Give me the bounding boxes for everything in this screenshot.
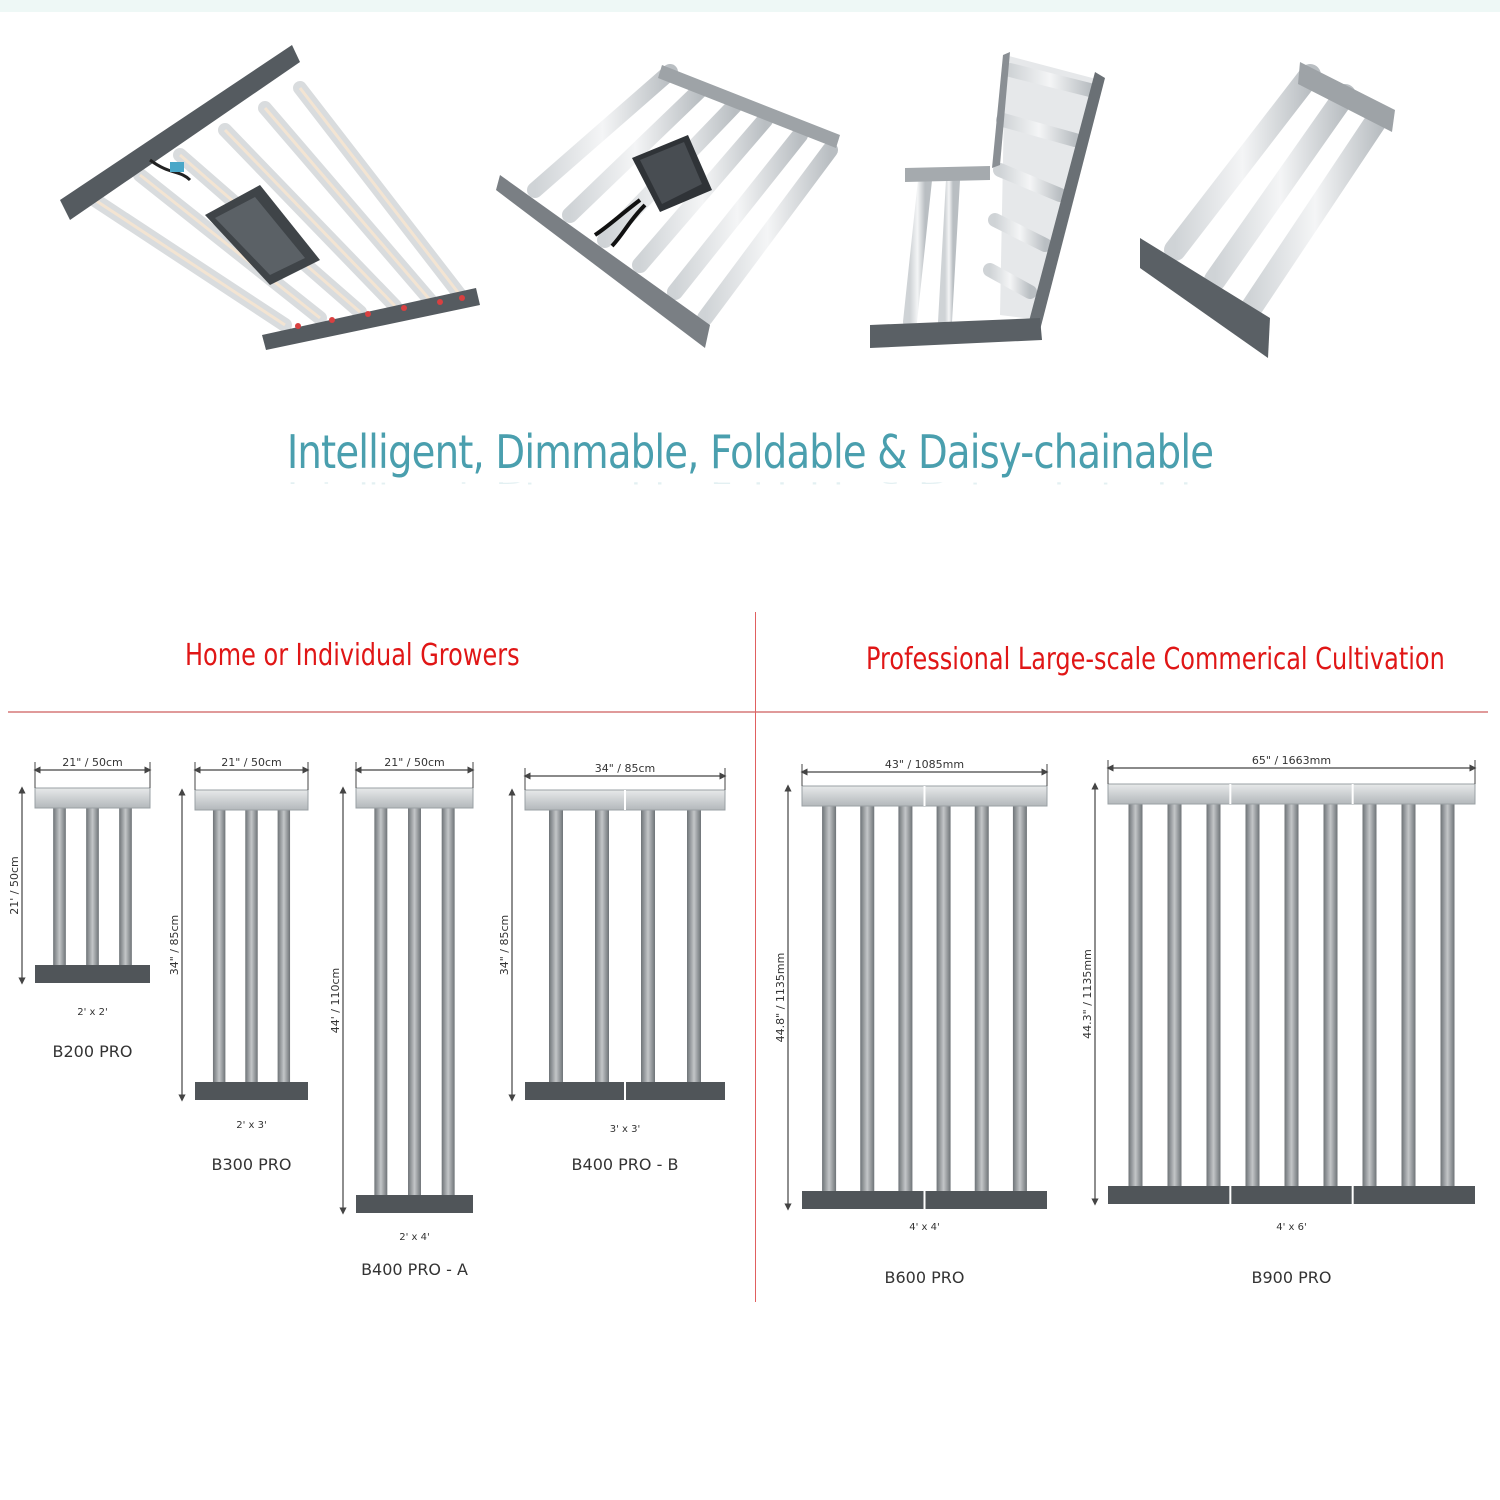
product-photo-2: [496, 64, 840, 348]
light-bar: [1284, 804, 1299, 1186]
width-label: 43" / 1085mm: [885, 758, 964, 771]
coverage-label: 4' x 6': [1276, 1222, 1307, 1233]
light-bar: [687, 810, 701, 1082]
light-bar: [641, 810, 655, 1082]
coverage-label: 2' x 3': [236, 1120, 267, 1131]
light-bar: [860, 806, 875, 1191]
model-name: B400 PRO - A: [361, 1260, 468, 1279]
light-bar: [277, 810, 291, 1082]
product-photo-3: [870, 52, 1105, 348]
coverage-label: 2' x 4': [399, 1232, 430, 1243]
product-photo-1: [60, 45, 480, 350]
width-label: 65" / 1663mm: [1252, 754, 1331, 767]
section-title-professional: Professional Large-scale Commerical Cult…: [866, 642, 1445, 677]
light-bar: [898, 806, 913, 1191]
model-name: B600 PRO: [885, 1268, 965, 1287]
coverage-label: 2' x 2': [77, 1007, 108, 1018]
model-name: B900 PRO: [1252, 1268, 1332, 1287]
section-divider-horizontal: [8, 711, 1488, 713]
light-bar: [936, 806, 951, 1191]
height-label: 44.3" / 1135mm: [1081, 949, 1094, 1039]
height-label: 44.8" / 1135mm: [774, 953, 787, 1043]
top-rail: [1107, 783, 1476, 805]
light-bar: [822, 806, 837, 1191]
light-bar: [1440, 804, 1455, 1186]
headline: Intelligent, Dimmable, Foldable & Daisy-…: [286, 425, 1214, 479]
light-bar: [974, 806, 989, 1191]
width-label: 21" / 50cm: [221, 756, 282, 769]
model-diagram: 21" / 50cm 34" / 85cm 2' x 3' B300 PRO: [168, 756, 310, 1174]
light-bar: [212, 810, 226, 1082]
light-bar: [374, 808, 388, 1195]
model-name: B400 PRO - B: [572, 1155, 679, 1174]
model-diagram: 21" / 50cm 44' / 110cm 2' x 4' B400 PRO - A: [329, 756, 475, 1279]
product-photo-4: [1140, 62, 1395, 358]
model-diagram: 34" / 85cm 34" / 85cm 3' x 3' B400 PRO - B: [498, 762, 727, 1174]
model-diagram: 65" / 1663mm 44.3" / 1135mm 4' x 6' B900 PR…: [1081, 754, 1477, 1287]
light-bar: [595, 810, 609, 1082]
top-rail: [34, 787, 151, 809]
light-bar: [441, 808, 455, 1195]
bottom-rail: [35, 965, 150, 983]
light-bar: [1401, 804, 1416, 1186]
width-label: 21" / 50cm: [62, 756, 123, 769]
light-bar: [1012, 806, 1027, 1191]
light-bar: [1245, 804, 1260, 1186]
height-label: 44' / 110cm: [329, 968, 342, 1033]
light-bar: [1167, 804, 1182, 1186]
section-title-home: Home or Individual Growers: [185, 638, 520, 673]
model-name: B200 PRO: [53, 1042, 133, 1061]
light-bar: [1206, 804, 1221, 1186]
width-label: 21" / 50cm: [384, 756, 445, 769]
bottom-rail: [356, 1195, 473, 1213]
light-bar: [549, 810, 563, 1082]
width-label: 34" / 85cm: [595, 762, 656, 775]
bottom-rail: [195, 1082, 308, 1100]
light-bar: [119, 808, 132, 965]
coverage-label: 4' x 4': [909, 1222, 940, 1233]
top-band: [0, 0, 1500, 12]
model-diagram: 43" / 1085mm 44.8" / 1135mm 4' x 4' B600 PR…: [774, 758, 1049, 1287]
light-bar: [1362, 804, 1377, 1186]
light-bar: [1323, 804, 1338, 1186]
light-bar: [408, 808, 421, 1195]
light-bar: [86, 808, 99, 965]
height-label: 21' / 50cm: [8, 856, 21, 914]
light-bar: [245, 810, 258, 1082]
product-photos: [60, 45, 1395, 358]
section-divider-vertical: [755, 612, 756, 1302]
model-diagram: 21" / 50cm 21' / 50cm 2' x 2' B200 PRO: [8, 756, 152, 1061]
light-bar: [1128, 804, 1143, 1186]
light-bar: [53, 808, 66, 965]
top-rail: [194, 789, 309, 811]
bottom-rail: [1108, 1186, 1475, 1204]
model-name: B300 PRO: [212, 1155, 292, 1174]
coverage-label: 3' x 3': [610, 1124, 641, 1135]
height-label: 34" / 85cm: [498, 915, 511, 976]
height-label: 34" / 85cm: [168, 915, 181, 976]
top-rail: [355, 787, 474, 809]
